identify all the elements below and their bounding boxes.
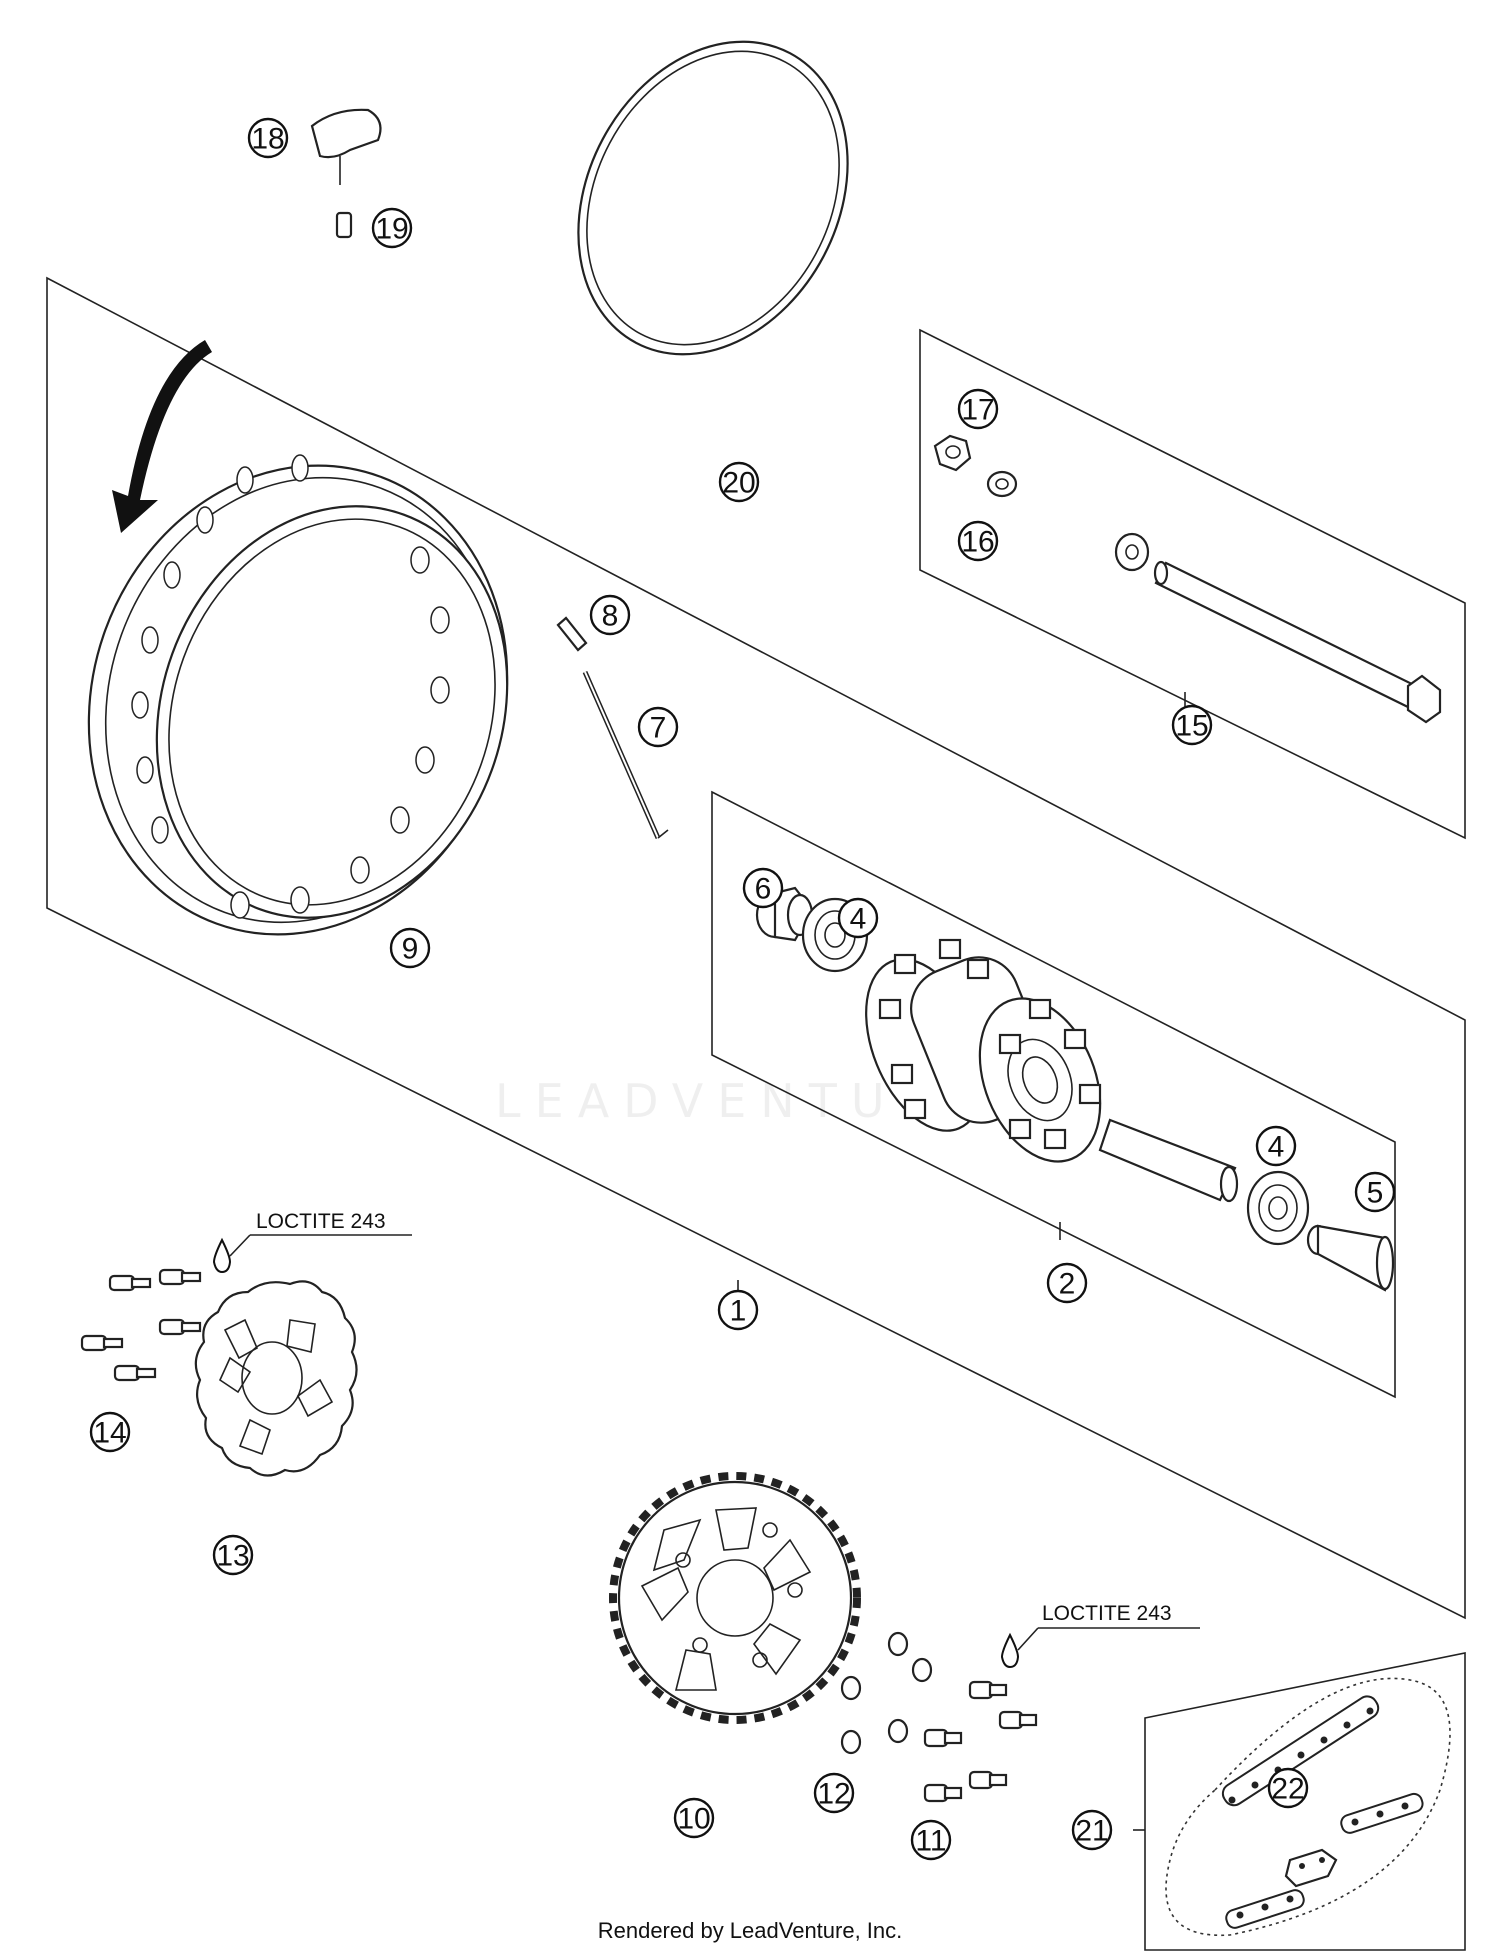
svg-text:11: 11: [915, 1825, 946, 1858]
svg-text:6: 6: [755, 873, 772, 906]
wheel-bearing-right: [1246, 1170, 1310, 1246]
spoke: [582, 670, 669, 840]
spoke-nipple: [556, 616, 588, 652]
callout-4-right: 4: [1255, 1125, 1297, 1167]
callout-10: 10: [673, 1797, 715, 1839]
callout-8: 8: [589, 594, 631, 636]
loctite-note-disc: LOCTITE 243: [256, 1210, 386, 1233]
callout-20: 18: [247, 117, 289, 159]
svg-text:8: 8: [602, 600, 619, 633]
sprocket-bolts: [923, 1680, 1038, 1803]
footer-credit: Rendered by LeadVenture, Inc.: [597, 1918, 903, 1943]
svg-text:4: 4: [1268, 1131, 1285, 1164]
svg-text:16: 16: [961, 526, 994, 559]
callout-9: 9: [389, 927, 431, 969]
wheel-assembly-panel: [46, 276, 1466, 1620]
callout-2: 2: [1046, 1262, 1088, 1304]
chain-master-link: [1284, 1848, 1338, 1888]
callout-18: 16: [957, 520, 999, 562]
svg-text:17: 17: [961, 394, 994, 427]
svg-text:12: 12: [817, 1778, 850, 1811]
svg-text:15: 15: [1175, 710, 1208, 743]
callout-22: 20: [718, 461, 760, 503]
callout-14: 22: [1267, 1767, 1309, 1809]
callout-21: 19: [371, 207, 413, 249]
rim: [87, 454, 509, 936]
svg-text:19: 19: [375, 213, 408, 246]
valve-nut: [335, 211, 353, 239]
callout-13: 21: [1071, 1809, 1113, 1851]
callout-6: 6: [742, 867, 784, 909]
svg-text:14: 14: [93, 1417, 126, 1450]
axle-washer: [986, 470, 1018, 498]
svg-text:9: 9: [402, 933, 419, 966]
disc-bolts: [80, 1268, 202, 1382]
svg-text:13: 13: [216, 1540, 249, 1573]
rotation-arrow-icon: [112, 340, 212, 533]
spacer-bushing-right: [1306, 1224, 1395, 1292]
svg-text:7: 7: [650, 712, 667, 745]
svg-text:4: 4: [850, 903, 867, 936]
callout-5: 5: [1354, 1171, 1396, 1213]
brake-disc: [194, 1280, 358, 1477]
rear-sprocket: [609, 1472, 861, 1724]
drive-chain: [1165, 1677, 1451, 1937]
svg-text:20: 20: [722, 467, 755, 500]
axle: [1153, 560, 1442, 724]
callout-12: 12: [813, 1772, 855, 1814]
wheel-hub: [865, 938, 1102, 1163]
svg-text:22: 22: [1271, 1773, 1304, 1806]
loctite-note-sprocket: LOCTITE 243: [1042, 1602, 1172, 1625]
svg-text:18: 18: [251, 123, 284, 156]
callout-1: 1: [717, 1289, 759, 1331]
valve-cap: [310, 108, 382, 185]
callout-19: 17: [957, 388, 999, 430]
svg-text:1: 1: [730, 1295, 747, 1328]
svg-text:5: 5: [1367, 1177, 1384, 1210]
loctite-drop-icon: [212, 1234, 412, 1274]
axle-spacer-washer: [1114, 532, 1150, 572]
callout-4-left: 4: [837, 897, 879, 939]
callout-15: 13: [212, 1534, 254, 1576]
axle-assembly-panel: [919, 328, 1466, 840]
loctite-drop-icon-2: [1000, 1627, 1200, 1669]
rim-tape: [577, 40, 849, 356]
callout-11: 11: [910, 1819, 952, 1861]
callout-16: 14: [89, 1411, 131, 1453]
svg-text:21: 21: [1075, 1815, 1108, 1848]
callout-7: 7: [637, 706, 679, 748]
hub-assembly-panel: [711, 790, 1396, 1399]
hub-spacer-tube: [1098, 1118, 1239, 1203]
axle-nut: [933, 434, 972, 472]
callout-17: 15: [1171, 704, 1213, 746]
sprocket-washers: [840, 1631, 933, 1755]
svg-text:2: 2: [1059, 1268, 1076, 1301]
svg-text:10: 10: [677, 1803, 710, 1836]
chain-kit-panel: [1144, 1652, 1466, 1951]
